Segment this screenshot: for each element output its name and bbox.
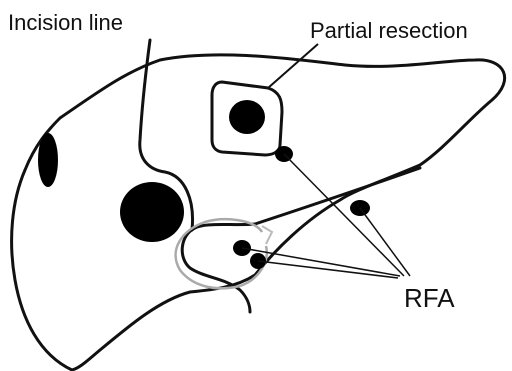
rfa-leader-1 [284,154,404,276]
liver-outline [12,55,505,370]
partial-resection-label: Partial resection [310,18,468,43]
resection-margin-gray-tick [262,226,272,244]
resected-lesion [229,100,265,134]
rfa-label: RFA [404,283,455,313]
resection-margin-gray [176,219,267,288]
rfa-leader-2 [360,208,410,276]
large-lesion [120,182,184,242]
elongated-lesion [38,133,58,187]
incision-line-label: Incision line [8,10,123,35]
partial-resection-leader [268,44,318,88]
